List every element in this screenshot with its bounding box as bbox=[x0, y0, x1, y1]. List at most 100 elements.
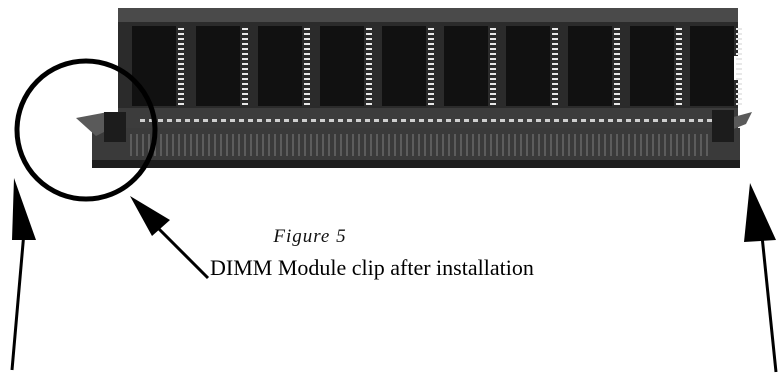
socket-pin bbox=[280, 134, 282, 156]
chip-lead bbox=[676, 78, 682, 80]
socket-pin bbox=[676, 134, 678, 156]
chip-lead bbox=[428, 73, 434, 75]
chip-lead bbox=[178, 33, 184, 35]
chip-lead bbox=[490, 33, 496, 35]
chip-lead bbox=[428, 98, 434, 100]
circuit-trace bbox=[590, 119, 595, 122]
circuit-trace bbox=[491, 119, 496, 122]
socket-pin bbox=[442, 134, 444, 156]
circuit-trace bbox=[293, 119, 298, 122]
circuit-trace bbox=[149, 119, 154, 122]
chip-lead bbox=[428, 103, 434, 105]
chip-lead bbox=[366, 38, 372, 40]
memory-chip bbox=[690, 26, 734, 106]
chip-lead bbox=[366, 33, 372, 35]
right-arrowhead bbox=[744, 183, 776, 242]
chip-lead bbox=[304, 93, 310, 95]
socket-pin bbox=[220, 134, 222, 156]
chip-lead bbox=[428, 58, 434, 60]
socket-pins bbox=[130, 134, 708, 156]
figure-caption: Figure 5 bbox=[273, 226, 347, 247]
socket-pin bbox=[352, 134, 354, 156]
chip-lead bbox=[552, 83, 558, 85]
socket-pin bbox=[550, 134, 552, 156]
socket-pin bbox=[328, 134, 330, 156]
memory-chip-row bbox=[132, 26, 742, 106]
memory-chip bbox=[320, 26, 364, 106]
circuit-trace bbox=[158, 119, 163, 122]
chip-lead bbox=[242, 43, 248, 45]
chip-lead bbox=[304, 83, 310, 85]
chip-lead bbox=[736, 73, 742, 75]
chip-lead bbox=[614, 63, 620, 65]
chip-lead bbox=[614, 28, 620, 30]
chip-lead bbox=[304, 28, 310, 30]
socket-pin bbox=[532, 134, 534, 156]
chip-lead bbox=[552, 88, 558, 90]
socket-pin bbox=[148, 134, 150, 156]
chip-lead bbox=[366, 28, 372, 30]
memory-chip bbox=[444, 26, 488, 106]
socket-pin bbox=[634, 134, 636, 156]
socket-pin bbox=[130, 134, 132, 156]
chip-lead bbox=[614, 73, 620, 75]
circuit-trace bbox=[212, 119, 217, 122]
chip-lead bbox=[178, 73, 184, 75]
right-clip-block bbox=[712, 110, 734, 142]
circuit-trace bbox=[545, 119, 550, 122]
chip-lead bbox=[428, 28, 434, 30]
socket-pin bbox=[616, 134, 618, 156]
socket-pin bbox=[604, 134, 606, 156]
chip-lead bbox=[552, 68, 558, 70]
socket-pin bbox=[424, 134, 426, 156]
socket-pin bbox=[394, 134, 396, 156]
chip-lead bbox=[736, 88, 742, 90]
circuit-trace bbox=[707, 119, 712, 122]
socket-pin bbox=[334, 134, 336, 156]
chip-lead bbox=[304, 73, 310, 75]
circuit-trace bbox=[509, 119, 514, 122]
socket-pin bbox=[556, 134, 558, 156]
chip-lead bbox=[304, 48, 310, 50]
chip-lead bbox=[552, 98, 558, 100]
socket-pin bbox=[250, 134, 252, 156]
chip-lead bbox=[242, 58, 248, 60]
socket-pin bbox=[310, 134, 312, 156]
socket-pin bbox=[706, 134, 708, 156]
chip-lead bbox=[304, 68, 310, 70]
circuit-trace bbox=[239, 119, 244, 122]
circuit-trace bbox=[266, 119, 271, 122]
chip-lead bbox=[366, 73, 372, 75]
chip-lead bbox=[736, 28, 742, 30]
chip-lead bbox=[676, 103, 682, 105]
memory-chip bbox=[196, 26, 240, 106]
chip-lead bbox=[366, 58, 372, 60]
circuit-trace bbox=[356, 119, 361, 122]
socket-pin bbox=[628, 134, 630, 156]
chip-lead bbox=[178, 88, 184, 90]
chip-lead bbox=[676, 73, 682, 75]
socket-pin bbox=[190, 134, 192, 156]
socket-pin bbox=[658, 134, 660, 156]
chip-lead bbox=[428, 83, 434, 85]
circuit-trace bbox=[635, 119, 640, 122]
chip-lead bbox=[304, 33, 310, 35]
circuit-trace bbox=[653, 119, 658, 122]
circuit-trace bbox=[275, 119, 280, 122]
circuit-trace bbox=[464, 119, 469, 122]
circuit-trace bbox=[203, 119, 208, 122]
socket-pin bbox=[454, 134, 456, 156]
chip-lead bbox=[736, 98, 742, 100]
circuit-trace bbox=[680, 119, 685, 122]
chip-lead bbox=[178, 48, 184, 50]
left-retaining-clip bbox=[76, 112, 112, 136]
socket-pin bbox=[292, 134, 294, 156]
chip-lead bbox=[736, 38, 742, 40]
chip-lead bbox=[242, 93, 248, 95]
chip-lead bbox=[676, 58, 682, 60]
memory-chip bbox=[132, 26, 176, 106]
memory-chip bbox=[506, 26, 550, 106]
socket-pin bbox=[682, 134, 684, 156]
chip-lead bbox=[178, 83, 184, 85]
dimm-top-strip bbox=[118, 8, 738, 22]
